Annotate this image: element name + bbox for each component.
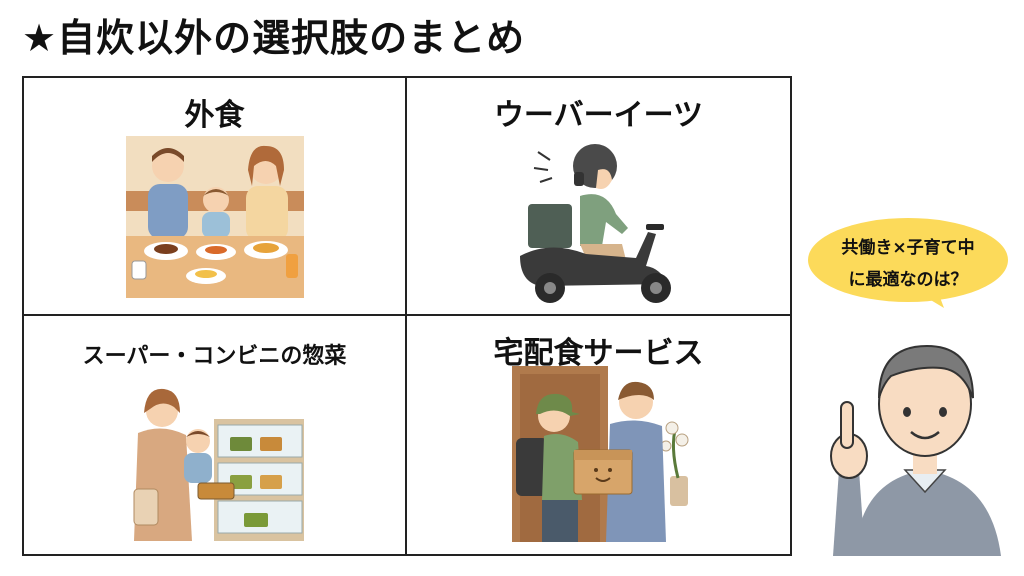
supermarket-deli-illustration [126, 371, 304, 541]
option-label-uber-eats: ウーバーイーツ [493, 98, 704, 133]
option-card-dining-out: 外食 [24, 78, 407, 316]
option-label-meal-delivery: 宅配食サービス [493, 336, 704, 371]
bubble-line-2: に最適なのは？ [848, 270, 968, 290]
scooter-delivery-illustration [510, 136, 688, 306]
options-grid: 外食 [22, 76, 792, 556]
option-card-meal-delivery: 宅配食サービス [407, 316, 790, 554]
option-label-deli: スーパー・コンビニの惣菜 [82, 344, 347, 369]
meal-delivery-service-illustration [506, 366, 692, 542]
speech-bubble [806, 216, 1010, 308]
bubble-line-1: 共働き×子育て中 [841, 238, 975, 258]
option-card-uber-eats: ウーバーイーツ [407, 78, 790, 316]
speech-bubble-text: 共働き×子育て中 に最適なのは？ [808, 232, 1008, 296]
option-card-deli: スーパー・コンビニの惣菜 [24, 316, 407, 554]
family-dining-illustration [125, 136, 304, 298]
pointing-man-illustration [825, 320, 1015, 556]
page-title: ★自炊以外の選択肢のまとめ [22, 16, 526, 60]
option-label-dining-out: 外食 [184, 98, 245, 133]
